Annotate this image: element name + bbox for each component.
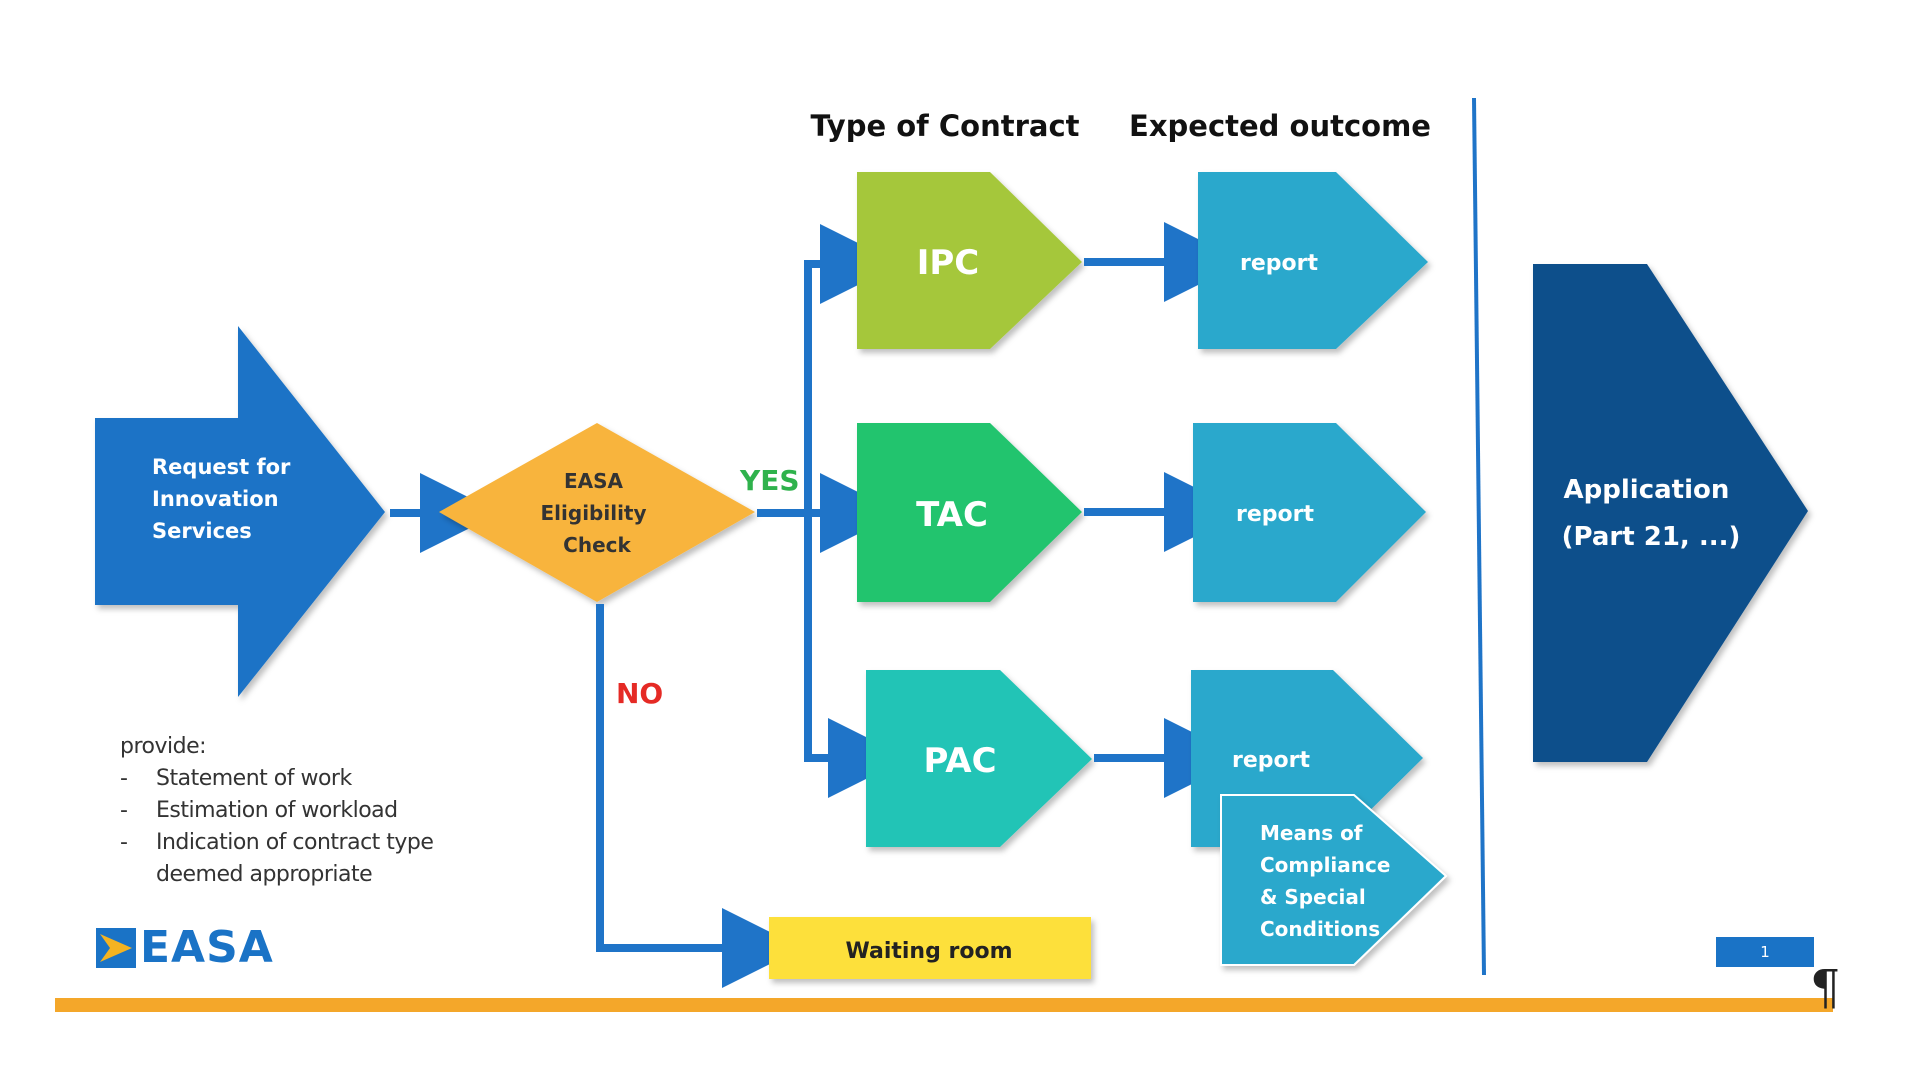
pilcrow-mark: ¶	[1810, 960, 1841, 1016]
eligibility-label: EASA Eligibility Check	[541, 469, 654, 557]
provide-item: -Statement of work	[120, 766, 352, 791]
application-shape	[1533, 264, 1808, 762]
request-label: Request for Innovation Services	[152, 455, 298, 543]
arrow-no-to-waiting	[596, 604, 802, 988]
provide-list: provide: -Statement of work -Estimation …	[120, 731, 434, 891]
no-label: NO	[616, 677, 663, 710]
easa-logo-mark-icon	[96, 928, 136, 968]
application-label: Application (Part 21, ...)	[1562, 475, 1741, 552]
waiting-room-label: Waiting room	[846, 939, 1013, 964]
waiting-room-box	[769, 917, 1091, 979]
outcome-report-ipc-label: report	[1240, 251, 1318, 276]
yes-label: YES	[739, 464, 800, 497]
contract-tac-label: TAC	[916, 495, 988, 535]
request-arrow-shape	[95, 326, 385, 697]
outcome-report-pac-label: report	[1232, 748, 1310, 773]
contract-tac-shape	[857, 423, 1082, 602]
footer-bar	[55, 998, 1833, 1012]
contract-pac-shape	[866, 670, 1092, 847]
easa-logo: EASA	[96, 925, 274, 971]
easa-logo-text: EASA	[140, 922, 274, 973]
page-number: 1	[1716, 937, 1814, 967]
contract-pac-label: PAC	[923, 741, 996, 781]
eligibility-diamond-shape	[439, 423, 755, 602]
vertical-divider	[1472, 97, 1486, 976]
header-type-of-contract: Type of Contract	[810, 109, 1079, 143]
means-of-compliance-label: Means of Compliance & Special Conditions	[1260, 821, 1397, 941]
provide-intro: provide:	[120, 734, 207, 759]
arrow-yes-to-ipc	[757, 224, 900, 517]
means-of-compliance-shape	[1220, 794, 1448, 966]
provide-item: -Estimation of workload	[120, 798, 398, 823]
arrow-yes-to-pac	[804, 513, 908, 798]
contract-ipc-shape	[857, 172, 1082, 349]
outcome-report-ipc-shape	[1198, 172, 1428, 349]
outcome-report-tac-label: report	[1236, 502, 1314, 527]
outcome-report-tac-shape	[1193, 423, 1426, 602]
header-expected-outcome: Expected outcome	[1129, 109, 1431, 143]
contract-ipc-label: IPC	[917, 243, 980, 283]
